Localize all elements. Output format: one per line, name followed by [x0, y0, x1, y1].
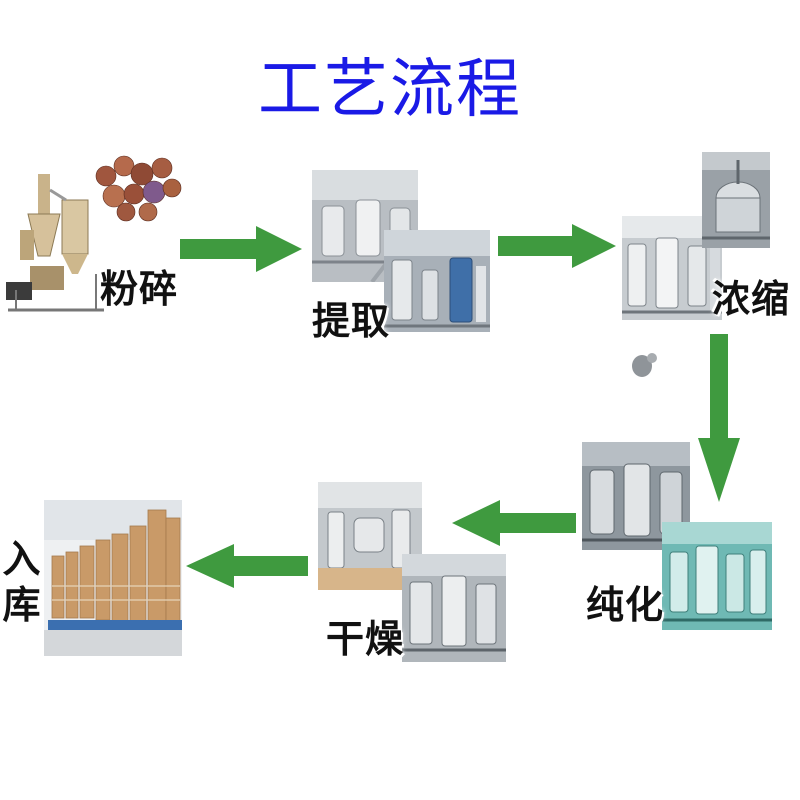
raw-berries-photo: [92, 152, 184, 224]
flow-arrow-purify-to-dry: [452, 500, 576, 546]
warehouse-drums-photo: [44, 500, 182, 656]
purification-equipment-photo-1: [582, 442, 690, 550]
stage-label-crush: 粉碎: [100, 267, 179, 311]
stage-label-store: 入库: [2, 537, 42, 627]
purification-equipment-photo-2: [662, 522, 772, 630]
stage-label-purify: 纯化: [586, 583, 665, 627]
concentration-equipment-photo-2: [702, 152, 770, 248]
stage-label-extract: 提取: [312, 299, 391, 343]
diagram-title: 工艺流程: [258, 53, 522, 127]
extraction-tanks-photo-2: [384, 230, 490, 332]
gray-blob-mark: [628, 348, 660, 380]
flow-arrow-crush-to-extract: [180, 226, 302, 272]
flow-arrow-concentrate-to-purify: [698, 334, 740, 502]
crusher-machine-photo: [0, 170, 110, 320]
flow-arrow-dry-to-store: [186, 544, 308, 588]
stage-label-dry: 干燥: [326, 617, 405, 661]
stage-label-concentrate: 浓缩: [712, 277, 791, 321]
drying-equipment-photo-2: [402, 554, 506, 662]
flow-arrow-extract-to-concentrate: [498, 224, 616, 268]
